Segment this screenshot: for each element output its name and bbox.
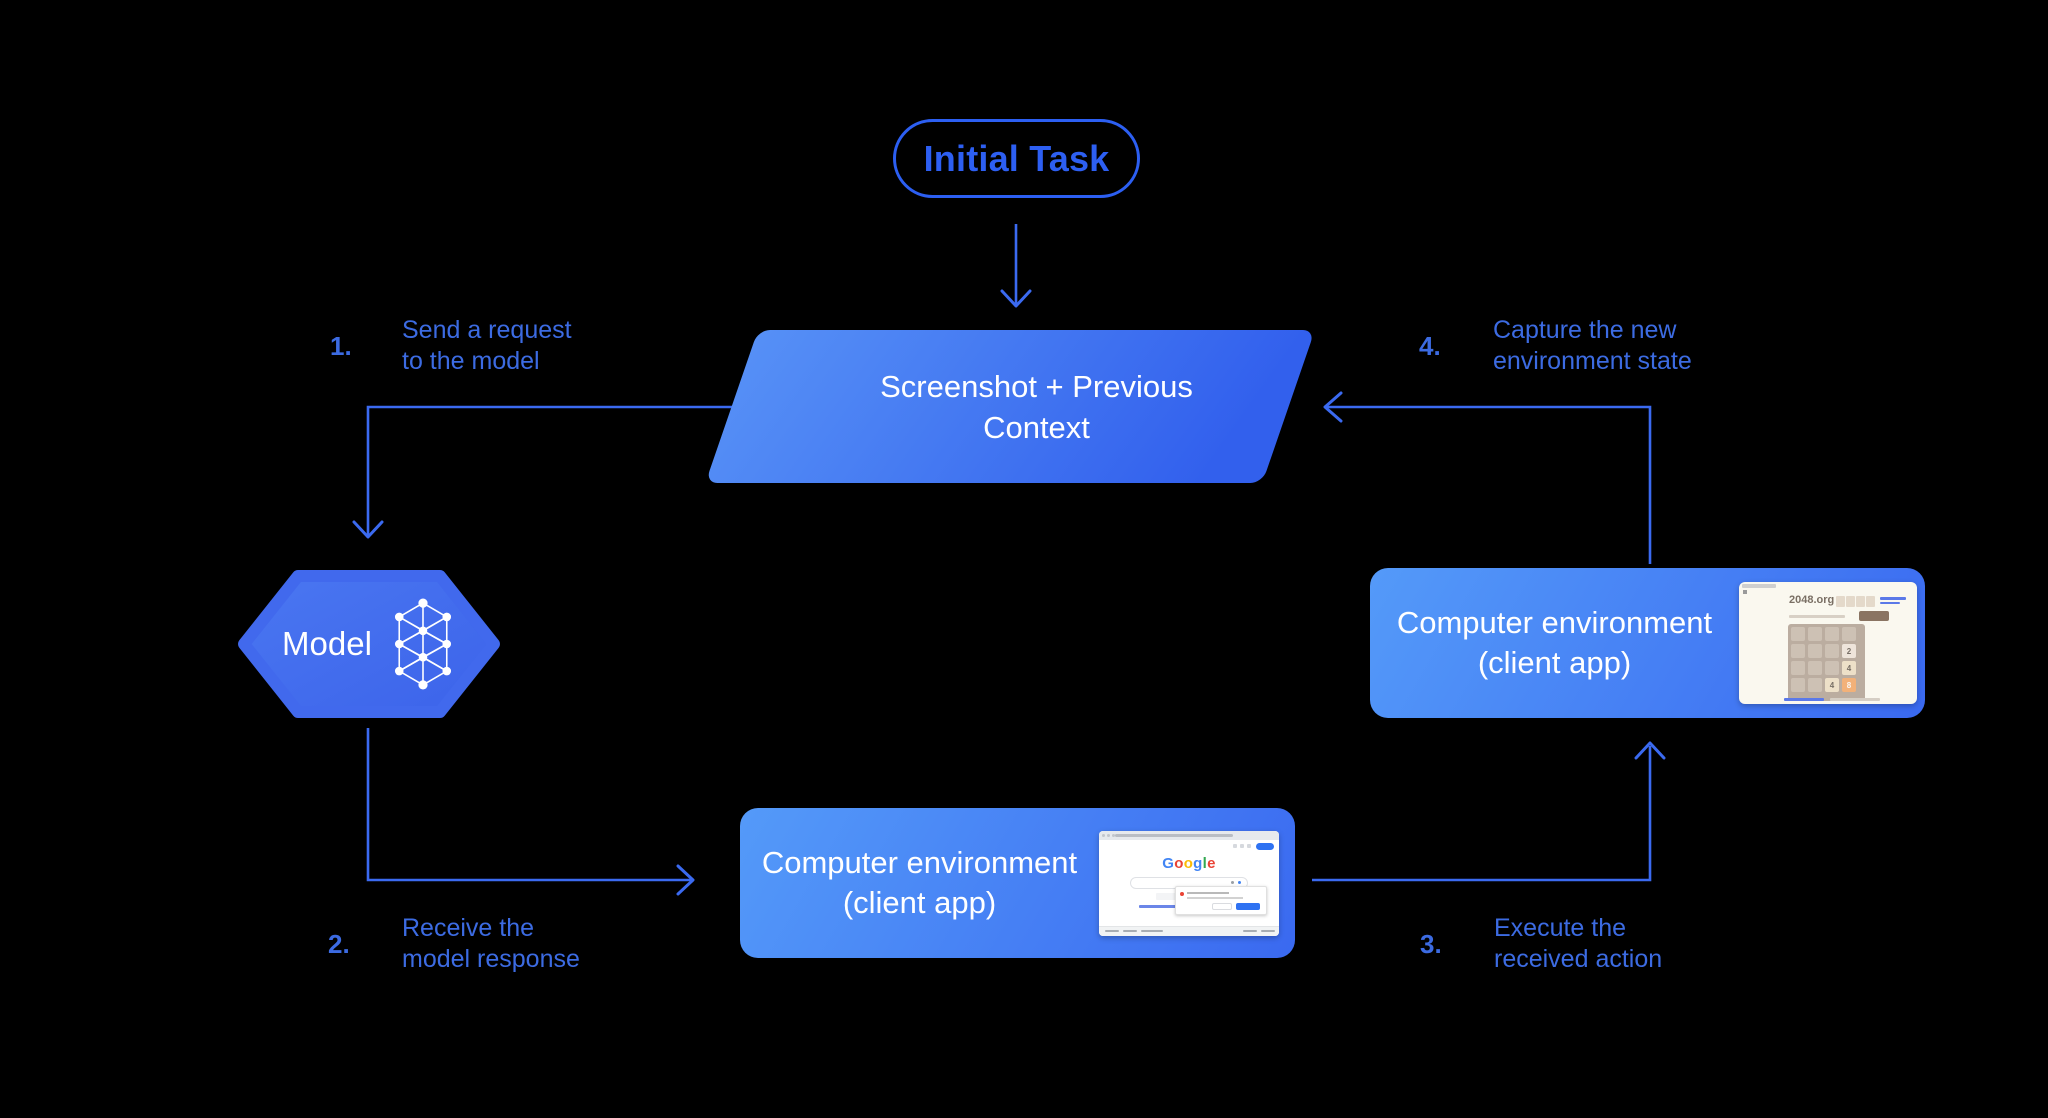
address-bar (1115, 833, 1233, 837)
hexagon-shape (238, 570, 500, 718)
arrow-context-to-model (352, 405, 735, 539)
env-right-label-line1: Computer environment (1396, 605, 1713, 640)
toolbar-icons (1233, 843, 1251, 848)
dialog-accept-button (1236, 902, 1260, 910)
cookie-dialog (1175, 885, 1267, 915)
env-bottom-label-line1: Computer environment (761, 845, 1078, 880)
dialog-secondary-button (1212, 902, 1232, 910)
step-3-number: 3. (1420, 929, 1442, 959)
footer-text (1830, 698, 1880, 701)
neural-network-icon (394, 598, 451, 690)
tile-4: 4 (1825, 678, 1839, 692)
window-controls (1102, 833, 1115, 837)
step-4-number: 4. (1419, 331, 1441, 361)
screenshot-google-home: Google (1099, 830, 1279, 936)
screenshot-context-label-line1: Screenshot + Previous (880, 368, 1193, 404)
tile-4: 4 (1842, 661, 1856, 675)
new-game-button (1859, 611, 1889, 621)
arrow-env-bottom-to-env-right (1312, 741, 1666, 882)
model-node: Model (238, 570, 500, 718)
score-boxes (1836, 596, 1875, 607)
computer-env-right-node: Computer environment (client app) 2048.o… (1370, 568, 1925, 718)
google-logo: Google (1162, 854, 1216, 872)
initial-task-node: Initial Task (893, 119, 1140, 198)
model-label: Model (282, 625, 372, 662)
header-links (1880, 597, 1906, 606)
subtitle-text (1789, 615, 1845, 618)
page-footer (1099, 925, 1279, 936)
initial-task-label: Initial Task (923, 137, 1110, 179)
footer-link (1784, 698, 1824, 701)
arrow-env-right-to-context (1323, 391, 1652, 564)
screenshot-context-node: Screenshot + Previous Context (705, 330, 1315, 483)
step-1-number: 1. (330, 331, 352, 361)
step-2-number: 2. (328, 929, 350, 959)
tile-2: 2 (1842, 644, 1856, 658)
computer-env-bottom-node: Computer environment (client app) Google (740, 808, 1295, 958)
favicon (1743, 590, 1747, 594)
dialog-icon (1180, 891, 1184, 896)
arrow-task-to-context (1000, 224, 1032, 308)
game-title: 2048.org (1789, 594, 1835, 606)
arrow-model-to-env-bottom (366, 728, 695, 896)
sign-in-button (1256, 842, 1274, 850)
browser-tab-bar (1742, 584, 1776, 588)
env-right-label-line2: (client app) (1477, 645, 1632, 680)
tile-8: 8 (1842, 678, 1856, 692)
env-bottom-label-line2: (client app) (842, 885, 997, 920)
screenshot-context-label-line2: Context (983, 409, 1090, 445)
